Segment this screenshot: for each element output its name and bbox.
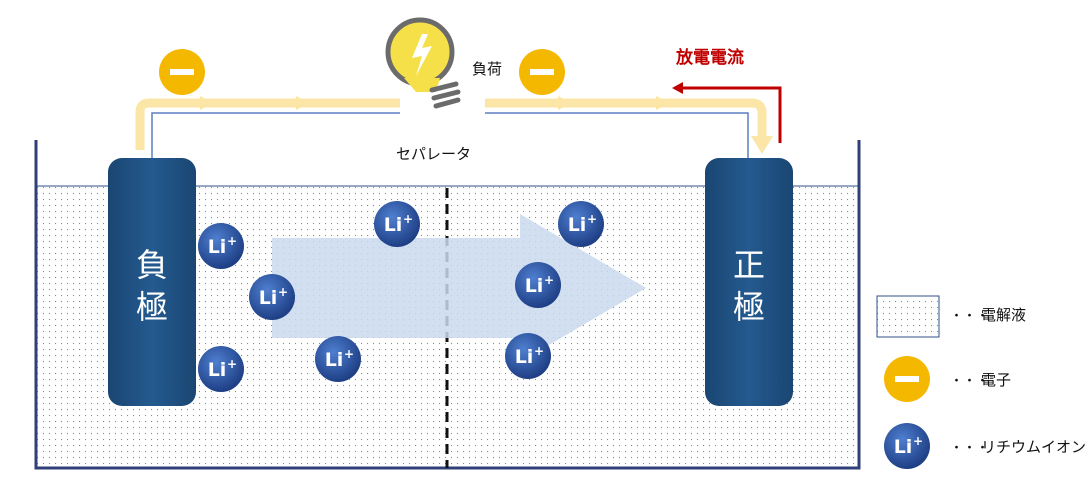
electron-flow-path	[135, 98, 767, 150]
svg-text:・・・: ・・・	[950, 374, 989, 389]
svg-text:・・・: ・・・	[950, 441, 989, 456]
lithium-ion	[315, 336, 361, 382]
legend-electron-label: 電子	[981, 371, 1011, 389]
svg-text:極: 極	[136, 288, 168, 326]
external-wire	[151, 112, 749, 158]
legend-lithium-ion-label: リチウムイオン	[981, 438, 1086, 456]
lithium-ion	[374, 201, 420, 247]
lithium-ion	[249, 274, 295, 320]
light-bulb-icon	[385, 17, 461, 109]
legend: ・・・ 電解液 ・・・ 電子 ・・・ リチウムイオン	[876, 295, 1086, 469]
separator-label: セパレータ	[396, 145, 471, 163]
svg-text:・・・: ・・・	[950, 309, 989, 324]
discharge-current-arrowhead	[672, 82, 683, 94]
negative-electrode: 負 極	[108, 158, 196, 406]
discharge-current-arrow	[680, 86, 782, 143]
electron-path-arrowhead	[751, 136, 773, 154]
load-label: 負荷	[472, 60, 502, 78]
electron	[519, 49, 565, 95]
legend-electron-icon	[884, 356, 930, 402]
svg-text:極: 極	[733, 288, 765, 326]
legend-lithium-ion-icon	[884, 423, 930, 469]
svg-text:正: 正	[733, 246, 765, 284]
svg-text:負: 負	[136, 246, 168, 284]
lithium-ion	[515, 262, 561, 308]
electron	[159, 49, 205, 95]
lithium-ion	[198, 223, 244, 269]
positive-electrode: 正 極	[705, 158, 793, 406]
discharge-current-label: 放電電流	[675, 47, 744, 68]
lithium-ion	[505, 333, 551, 379]
electron-path-chevrons	[200, 96, 670, 110]
legend-electrolyte-swatch	[876, 295, 940, 338]
lithium-ion	[198, 346, 244, 392]
ion-flow-arrow	[272, 214, 646, 362]
legend-electrolyte-label: 電解液	[981, 306, 1026, 324]
lithium-ion	[558, 201, 604, 247]
